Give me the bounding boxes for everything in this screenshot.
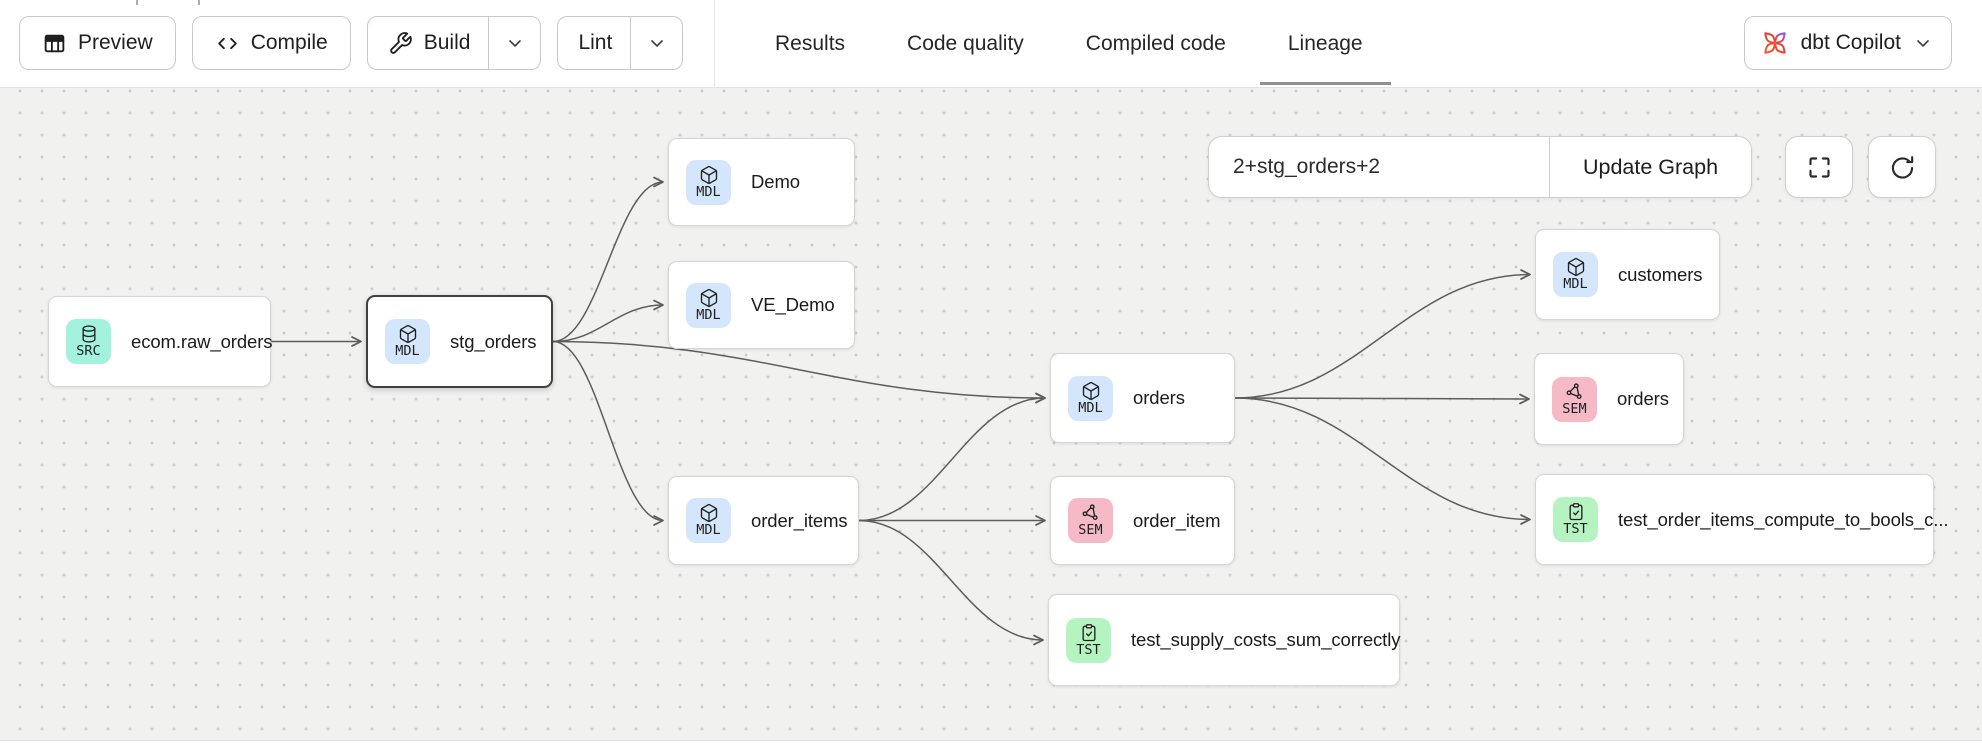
tab-compiled-code[interactable]: Compiled code [1086, 0, 1226, 87]
node-badge-label: MDL [395, 343, 420, 360]
cube-icon [1567, 258, 1584, 277]
build-label: Build [423, 31, 471, 54]
test-icon [1569, 503, 1582, 521]
node-label: orders [1617, 388, 1669, 409]
table-icon [44, 34, 65, 52]
build-dropdown-button[interactable] [488, 17, 540, 69]
node-badge-label: MDL [696, 183, 721, 200]
node-label: stg_orders [450, 330, 537, 352]
chevron-down-icon [650, 40, 663, 47]
graph-node-test_supply[interactable]: TST test_supply_costs_sum_correctly [1048, 594, 1400, 686]
test-icon-badge: TST [1066, 617, 1111, 663]
node-label: order_item [1133, 509, 1221, 531]
build-button[interactable]: Build [368, 17, 489, 69]
lint-button[interactable]: Lint [558, 17, 630, 69]
node-badge-label: SRC [76, 343, 101, 360]
node-badge-label: MDL [1078, 399, 1103, 416]
cube-icon-badge: MDL [686, 498, 731, 543]
graph-node-order_item_sem[interactable]: SEM order_item [1050, 476, 1235, 565]
node-label: orders [1133, 387, 1185, 408]
dbt-copilot-button[interactable]: dbt Copilot [1743, 16, 1952, 70]
semantic-icon [1566, 383, 1582, 399]
graph-node-raw_orders[interactable]: SRC ecom.raw_orders [48, 296, 273, 387]
tab-lineage[interactable]: Lineage [1259, 0, 1391, 87]
tab-results-label: Results [775, 31, 846, 55]
node-badge-label: SEM [1078, 522, 1103, 539]
wrench-icon [389, 31, 412, 54]
node-badge-label: MDL [1563, 276, 1588, 293]
lint-button-group: Lint [557, 16, 684, 70]
tab-results[interactable]: Results [775, 0, 845, 87]
node-badge-label: MDL [696, 306, 721, 323]
code-icon [217, 37, 237, 49]
tab-compiled-code-label: Compiled code [1085, 31, 1226, 55]
test-icon [1082, 623, 1095, 641]
node-label: test_order_items_compute_to_bools_c... [1618, 508, 1949, 530]
refresh-button[interactable] [1868, 136, 1936, 198]
toolbar-divider [714, 0, 715, 87]
ide-toolbar: Preview Compile Build Lint [0, 0, 1982, 88]
preview-button[interactable]: Preview [19, 16, 176, 70]
cube-icon-badge: MDL [686, 282, 731, 328]
test-icon-badge: TST [1553, 497, 1598, 542]
cube-icon [399, 325, 416, 344]
node-label: order_items [751, 509, 848, 531]
node-badge-label: SEM [1562, 400, 1587, 417]
graph-selector-group: Update Graph [1208, 136, 1752, 198]
compile-button[interactable]: Compile [191, 16, 351, 70]
semantic-icon-badge: SEM [1068, 498, 1113, 543]
build-button-group: Build [366, 16, 542, 70]
graph-node-orders_sem[interactable]: SEM orders [1534, 353, 1684, 445]
node-label: VE_Demo [751, 294, 835, 315]
update-graph-button[interactable]: Update Graph [1549, 137, 1751, 197]
node-badge-label: TST [1563, 521, 1588, 538]
cube-icon [700, 504, 717, 523]
cube-icon [700, 165, 717, 184]
tab-lineage-label: Lineage [1287, 31, 1363, 55]
cube-icon [1082, 381, 1099, 400]
canvas-footer [0, 740, 1982, 748]
semantic-icon-badge: SEM [1552, 376, 1597, 422]
cube-icon-badge: MDL [1553, 252, 1598, 297]
graph-selector-input[interactable] [1209, 137, 1549, 197]
database-icon [82, 325, 95, 343]
graph-node-demo[interactable]: MDL Demo [668, 138, 855, 226]
dbt-copilot-icon [1763, 32, 1786, 54]
dbt-copilot-label: dbt Copilot [1800, 31, 1901, 54]
fullscreen-button[interactable] [1785, 136, 1853, 198]
tab-handle-remnant [136, 0, 200, 5]
node-badge-label: TST [1076, 641, 1101, 658]
tab-code-quality-label: Code quality [907, 31, 1024, 55]
lint-label: Lint [578, 31, 613, 54]
compile-label: Compile [250, 31, 328, 54]
refresh-icon [1891, 155, 1913, 179]
toolbar-actions: Preview Compile Build Lint [19, 16, 684, 70]
database-icon-badge: SRC [66, 319, 111, 364]
result-tabs: Results Code quality Compiled code Linea… [775, 0, 1391, 87]
graph-node-customers[interactable]: MDL customers [1535, 229, 1720, 320]
graph-node-orders_mdl[interactable]: MDL orders [1050, 353, 1235, 443]
node-label: customers [1618, 263, 1703, 285]
node-badge-label: MDL [696, 522, 721, 539]
node-label: test_supply_costs_sum_correctly [1131, 629, 1401, 650]
fullscreen-icon [1808, 156, 1830, 178]
chevron-down-icon [509, 40, 521, 47]
cube-icon [700, 288, 717, 307]
semantic-icon [1082, 504, 1098, 521]
node-label: ecom.raw_orders [131, 330, 273, 352]
chevron-down-icon [1917, 40, 1929, 47]
graph-node-order_items[interactable]: MDL order_items [668, 476, 859, 565]
graph-node-stg_orders[interactable]: MDL stg_orders [366, 295, 553, 388]
cube-icon-badge: MDL [1068, 375, 1113, 421]
graph-node-ve_demo[interactable]: MDL VE_Demo [668, 261, 855, 349]
cube-icon-badge: MDL [385, 319, 430, 364]
node-label: Demo [751, 171, 800, 192]
cube-icon-badge: MDL [686, 159, 731, 205]
graph-node-test_order_items[interactable]: TST test_order_items_compute_to_bools_c..… [1535, 474, 1949, 565]
lint-dropdown-button[interactable] [630, 17, 682, 69]
preview-label: Preview [78, 31, 153, 54]
tab-code-quality[interactable]: Code quality [907, 0, 1024, 87]
